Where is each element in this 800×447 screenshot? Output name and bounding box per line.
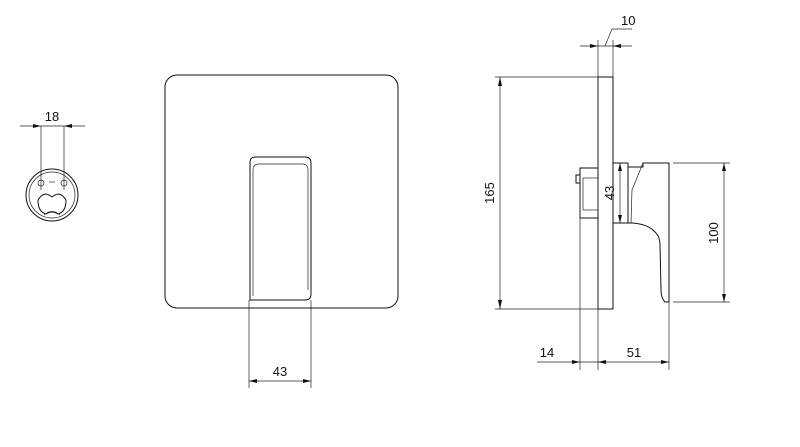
side-view: 165 10 43 100 14 51 [482, 13, 730, 370]
dim-43-front-label: 43 [273, 364, 287, 379]
dim-100-label: 100 [706, 222, 721, 244]
dim-10-label: 10 [621, 13, 635, 28]
dim-51-label: 51 [627, 345, 641, 360]
handle-front [249, 156, 312, 301]
lever-side [628, 162, 670, 303]
dim-18-label: 18 [45, 109, 59, 124]
dim-14-label: 14 [540, 345, 554, 360]
cover-plate-front [164, 74, 399, 309]
cartridge-top-view: 18 [20, 109, 85, 222]
dim-165-label: 165 [482, 182, 497, 204]
dim-43-side-label: 43 [602, 186, 617, 200]
front-view: 43 [164, 74, 399, 388]
